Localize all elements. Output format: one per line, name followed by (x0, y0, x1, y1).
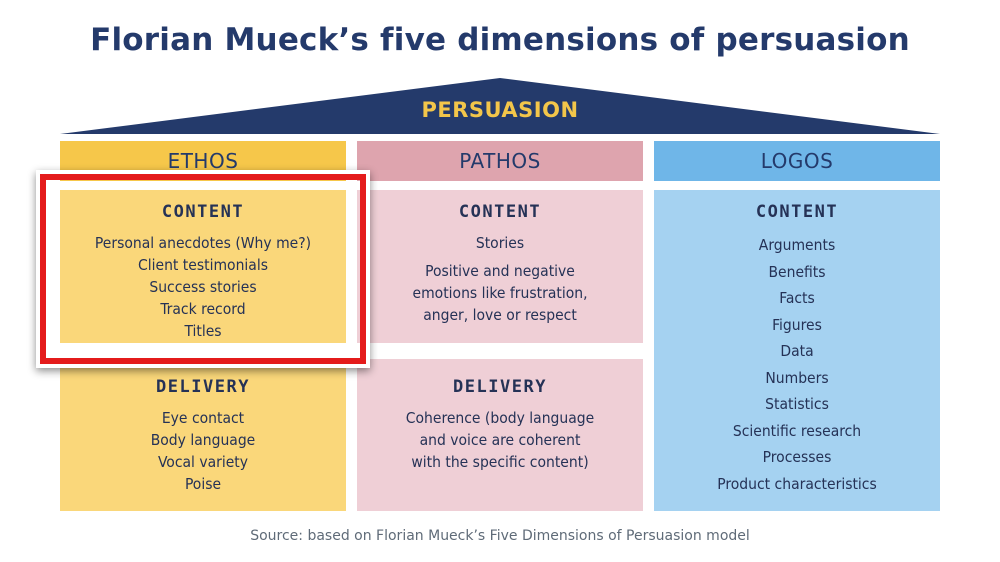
pathos-content-list: Stories Positive and negative emotions l… (357, 232, 643, 326)
ethos-delivery-list: Eye contact Body language Vocal variety … (60, 407, 346, 495)
ethos-delivery-title: DELIVERY (156, 377, 250, 397)
list-item: Figures (772, 315, 822, 334)
list-item: Vocal variety (157, 453, 249, 471)
pathos-content-box: CONTENT Stories Positive and negative em… (357, 190, 643, 343)
list-item: Eye contact (161, 409, 245, 427)
list-item: with the specific content) (411, 453, 589, 471)
list-item: and voice are coherent (419, 431, 581, 449)
list-item: Data (780, 342, 814, 360)
list-item: Processes (762, 448, 832, 466)
list-item: Track record (160, 300, 246, 318)
pathos-content-title: CONTENT (458, 202, 542, 222)
list-item: Coherence (body language (405, 409, 595, 427)
diagram-title: Florian Mueck’s five dimensions of persu… (90, 22, 910, 58)
logos-content-list: Arguments Benefits Facts Figures Data Nu… (654, 232, 940, 497)
pathos-delivery-list: Coherence (body language and voice are c… (357, 407, 643, 473)
ethos-delivery-box: DELIVERY Eye contact Body language Vocal… (60, 359, 346, 511)
roof-label: PERSUASION (421, 98, 579, 122)
ethos-content-box: CONTENT Personal anecdotes (Why me?) Cli… (60, 190, 346, 343)
list-item: emotions like frustration, (412, 284, 588, 302)
list-item: Success stories (149, 278, 257, 296)
list-item: Body language (150, 431, 256, 449)
ethos-content-title: CONTENT (161, 202, 245, 222)
list-item: anger, love or respect (423, 306, 577, 324)
logos-content-box: CONTENT Arguments Benefits Facts Figures… (654, 190, 940, 511)
list-item: Scientific research (732, 421, 862, 440)
list-item: Client testimonials (138, 256, 268, 274)
pathos-delivery-box: DELIVERY Coherence (body language and vo… (357, 359, 643, 511)
list-item: Personal anecdotes (Why me?) (94, 234, 312, 252)
logos-header: LOGOS (654, 141, 940, 181)
logos-content-title: CONTENT (755, 202, 839, 222)
list-item: Titles (184, 322, 222, 340)
list-item: Statistics (765, 395, 829, 413)
list-item: Stories (475, 234, 525, 252)
roof-shape (60, 78, 940, 134)
pathos-header: PATHOS (357, 141, 643, 181)
list-item: Facts (779, 289, 815, 307)
pathos-delivery-title: DELIVERY (453, 377, 547, 397)
list-item: Arguments (758, 236, 836, 254)
list-item: Benefits (768, 262, 826, 281)
ethos-content-list: Personal anecdotes (Why me?) Client test… (60, 232, 346, 342)
list-item: Poise (184, 475, 222, 493)
list-item: Positive and negative (425, 262, 575, 280)
source-caption: Source: based on Florian Mueck’s Five Di… (250, 528, 750, 544)
list-item: Product characteristics (717, 474, 877, 493)
list-item: Numbers (765, 368, 829, 387)
highlight-frame (40, 174, 366, 364)
